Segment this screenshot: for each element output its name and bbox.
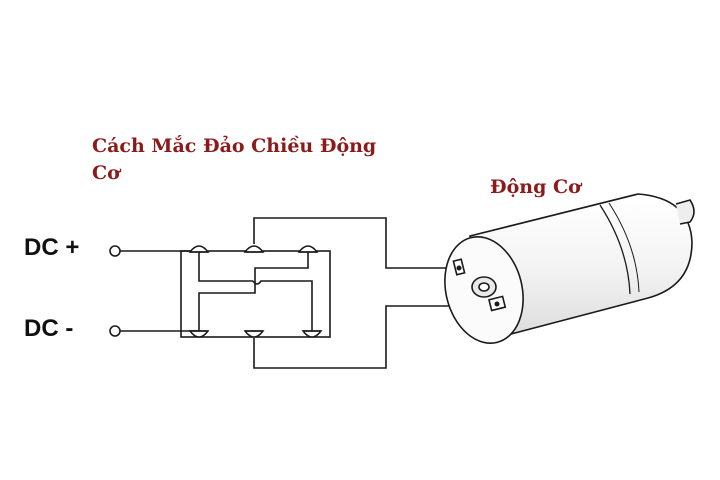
switch-lug-icon (188, 245, 210, 253)
wires (118, 217, 467, 369)
switch-lug-icon (243, 245, 265, 253)
switch-lug-icon (297, 245, 319, 253)
dc-minus-label: DC - (24, 315, 74, 342)
wire-cross-left (198, 251, 253, 282)
wire-motor-bottom (253, 305, 467, 369)
dc-motor-icon (444, 193, 695, 344)
wire-cross-right (252, 280, 313, 333)
diagram-title: Cách Mắc Đảo Chiều Động Cơ (92, 135, 377, 184)
dc-plus-label: DC + (24, 234, 80, 261)
switch-lug-icon (301, 330, 323, 338)
switch-lug-icon (188, 330, 210, 338)
motor-label: Động Cơ (490, 176, 581, 198)
switch-lug-icon (243, 330, 265, 338)
wire-motor-top (253, 217, 457, 269)
dc-terminal-icon (109, 245, 121, 257)
wire-cross-mid (198, 252, 309, 331)
dc-terminal-icon (109, 325, 121, 337)
